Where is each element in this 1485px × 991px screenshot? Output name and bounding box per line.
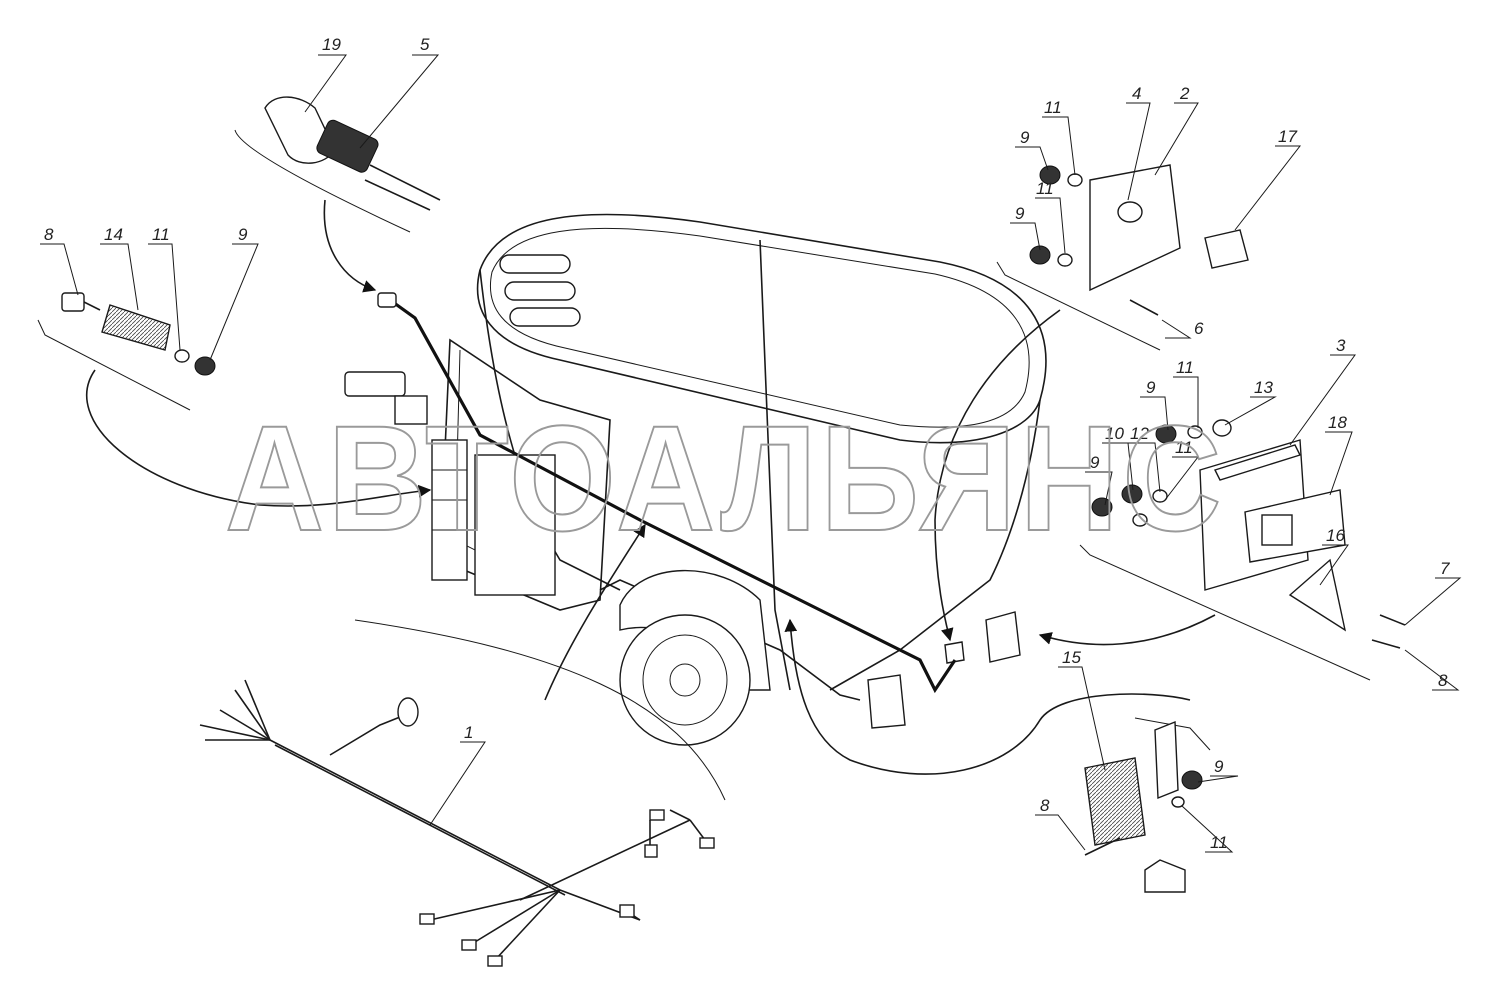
callout-1: 1 [464, 723, 473, 742]
callout-19: 19 [322, 35, 341, 54]
callout-8: 8 [44, 225, 54, 244]
callout-9: 9 [1214, 757, 1224, 776]
callout-11: 11 [1036, 179, 1054, 198]
callout-16: 16 [1326, 526, 1345, 545]
callout-13: 13 [1254, 378, 1273, 397]
callout-9: 9 [1146, 378, 1156, 397]
callout-labels: 19 5 8 14 11 9 11 4 2 17 9 11 9 6 3 11 9… [44, 35, 1450, 852]
callout-12: 12 [1130, 424, 1149, 443]
callout-14: 14 [104, 225, 123, 244]
callout-17: 17 [1278, 127, 1297, 146]
wagon-harness [389, 298, 957, 694]
callout-9: 9 [1015, 204, 1025, 223]
callout-18: 18 [1328, 413, 1347, 432]
callout-9: 9 [1090, 453, 1100, 472]
callout-6: 6 [1194, 319, 1204, 338]
callout-9: 9 [1020, 128, 1030, 147]
callout-9: 9 [238, 225, 248, 244]
callout-3: 3 [1336, 336, 1346, 355]
reflector-group-bottom [1084, 717, 1211, 893]
main-harness [199, 619, 726, 967]
harness-plug [377, 292, 397, 308]
callout-11: 11 [1210, 833, 1228, 852]
plate-group-top [996, 164, 1249, 351]
callout-11: 11 [1175, 438, 1193, 457]
callout-5: 5 [420, 35, 430, 54]
callout-11: 11 [1176, 358, 1194, 377]
callout-15: 15 [1062, 648, 1081, 667]
callout-8: 8 [1438, 671, 1448, 690]
callout-11: 11 [152, 225, 170, 244]
reflector-group-left [37, 292, 216, 411]
callout-10: 10 [1105, 424, 1124, 443]
assembly-arrows [86, 199, 1216, 775]
callout-11: 11 [1044, 98, 1062, 117]
lamp-group-right [1079, 419, 1406, 681]
leader-lines [40, 54, 1462, 853]
callout-7: 7 [1440, 559, 1450, 578]
watermark-text: АВТОАЛЬЯНС [225, 394, 1225, 562]
callout-8: 8 [1040, 796, 1050, 815]
mixer-wagon [344, 213, 1047, 746]
callout-4: 4 [1132, 84, 1141, 103]
callout-2: 2 [1179, 84, 1190, 103]
connector-group [234, 96, 441, 233]
